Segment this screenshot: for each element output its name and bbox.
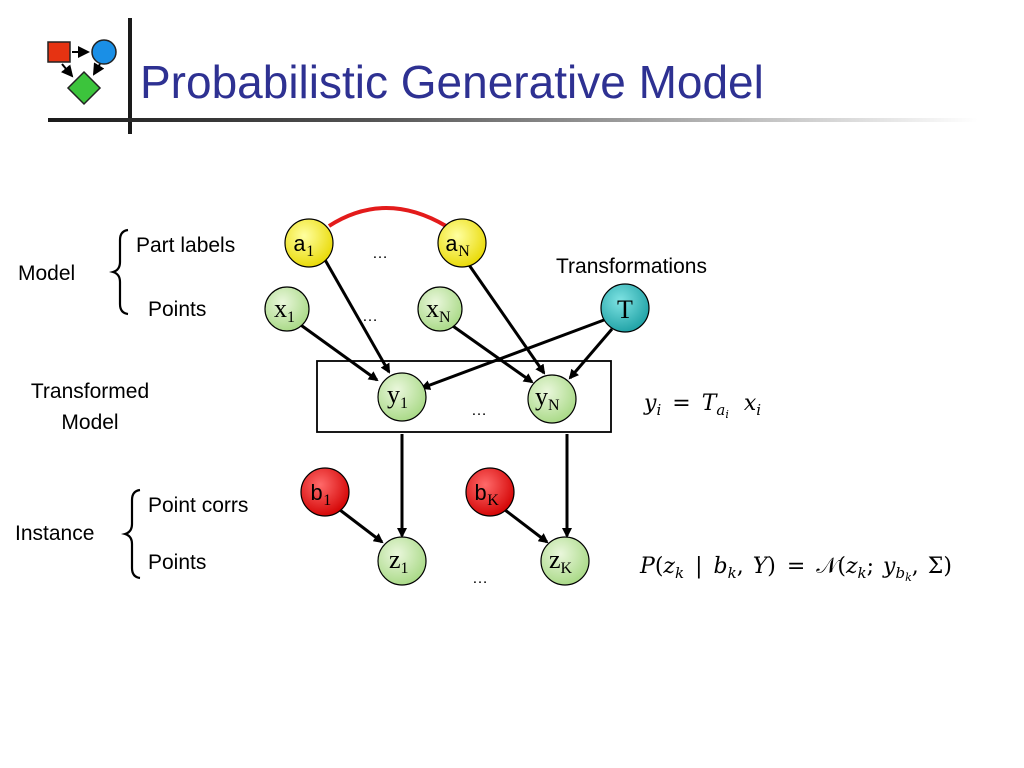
red-square-icon xyxy=(47,41,71,63)
part-label-link xyxy=(327,206,448,228)
equation-transform: yi = Tai xi xyxy=(643,391,761,424)
ellipsis-z: … xyxy=(472,570,488,587)
label-instance: Instance xyxy=(15,522,95,545)
edge-bK-zK xyxy=(504,508,549,544)
node-zK: zK xyxy=(540,536,590,586)
svg-text:x1: x1 xyxy=(274,294,295,326)
label-transformed-line1: Transformed xyxy=(30,380,150,403)
brace-model xyxy=(109,228,129,316)
edge-xN-yN xyxy=(449,322,534,384)
label-points-model: Points xyxy=(148,298,207,321)
node-x1: x1 xyxy=(264,286,310,332)
ellipsis-a: … xyxy=(372,245,388,262)
edge-aN-yN xyxy=(465,261,546,375)
svg-text:z1: z1 xyxy=(389,545,409,577)
blue-circle-icon xyxy=(91,39,117,65)
svg-text:T: T xyxy=(617,295,633,324)
ellipsis-x: … xyxy=(362,308,378,325)
equation-likelihood: P(zk | bk, Y) = 𝒩(zk; ybk, Σ) xyxy=(639,554,952,584)
svg-text:yN: yN xyxy=(535,382,560,414)
green-diamond-icon xyxy=(66,70,102,106)
edge-T-y1 xyxy=(420,318,605,390)
label-transformed-line2: Model xyxy=(61,411,119,434)
edge-b1-z1 xyxy=(339,508,384,544)
label-part-labels: Part labels xyxy=(136,234,236,257)
edge-T-yN xyxy=(568,328,614,380)
svg-text:bK: bK xyxy=(474,482,499,509)
node-yN: yN xyxy=(527,374,577,424)
label-model: Model xyxy=(18,262,76,285)
label-transformations: Transformations xyxy=(556,255,707,278)
node-z1: z1 xyxy=(377,536,427,586)
svg-text:y1: y1 xyxy=(387,380,408,412)
svg-text:b1: b1 xyxy=(310,482,331,509)
svg-text:zK: zK xyxy=(549,545,573,577)
label-transformed-model: Transformed Model xyxy=(14,376,166,438)
ellipsis-y: … xyxy=(471,402,487,419)
title-rules xyxy=(48,18,978,134)
node-T: T xyxy=(600,283,650,333)
node-b1: b1 xyxy=(300,467,350,517)
node-a1: a1 xyxy=(284,218,334,268)
node-bK: bK xyxy=(465,467,515,517)
label-points-instance: Points xyxy=(148,551,207,574)
edge-x1-y1 xyxy=(297,321,379,382)
svg-text:aN: aN xyxy=(445,233,470,260)
svg-text:xN: xN xyxy=(426,294,451,326)
node-y1: y1 xyxy=(377,372,427,422)
node-aN: aN xyxy=(437,218,487,268)
node-xN: xN xyxy=(417,286,463,332)
logo xyxy=(47,39,117,106)
svg-text:a1: a1 xyxy=(293,233,314,260)
page-title: Probabilistic Generative Model xyxy=(140,56,764,108)
label-point-corrs: Point corrs xyxy=(148,494,249,517)
edge-a1-y1 xyxy=(322,257,391,374)
transformed-model-box xyxy=(316,360,612,433)
brace-instance xyxy=(121,488,141,580)
